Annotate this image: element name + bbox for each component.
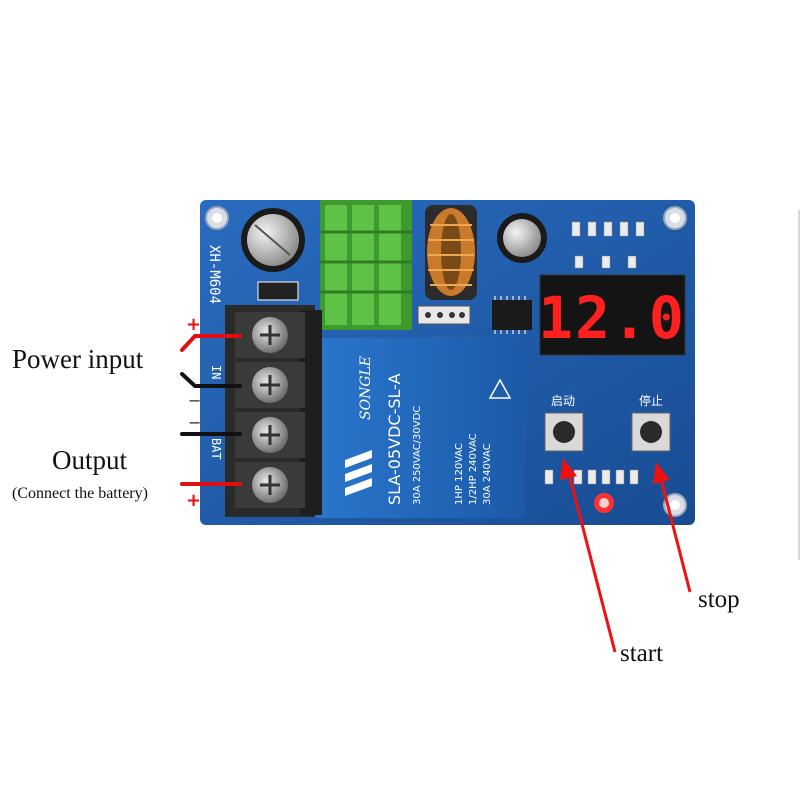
start-button-label: 启动 bbox=[551, 394, 575, 408]
relay-rating: 1/2HP 240VAC bbox=[468, 433, 479, 505]
output-note: (Connect the battery) bbox=[12, 485, 148, 502]
stop-button-label: 停止 bbox=[639, 393, 663, 408]
polarity-minus: − bbox=[188, 391, 201, 410]
heatsink bbox=[320, 200, 412, 330]
stop-arrow bbox=[658, 474, 692, 593]
relay-warning-icon bbox=[488, 378, 512, 399]
relay: SONGLE SLA-05VDC-SL-A 30A 250VAC/30VDC 1… bbox=[315, 338, 525, 518]
relay-rating: 30A 240VAC bbox=[482, 443, 493, 505]
terminal-block bbox=[225, 305, 322, 517]
polarity-plus: + bbox=[186, 314, 201, 335]
inductor-coil bbox=[425, 205, 477, 300]
power-input-label: Power input bbox=[12, 344, 144, 374]
start-label: start bbox=[620, 640, 664, 667]
output-label: Output bbox=[52, 445, 128, 475]
display-value: 12.0 bbox=[538, 284, 686, 352]
input-negative-wire bbox=[180, 372, 242, 388]
stop-label: stop bbox=[698, 586, 740, 613]
relay-brand: SONGLE bbox=[358, 356, 374, 420]
start-arrow bbox=[566, 469, 617, 653]
relay-rating: 30A 250VAC/30VDC bbox=[412, 406, 423, 505]
ic-chip bbox=[492, 296, 532, 334]
seven-segment-display: 12.0 bbox=[538, 274, 686, 356]
relay-rating: 1HP 120VAC bbox=[454, 443, 465, 505]
polarity-minus: − bbox=[188, 413, 201, 432]
stop-button[interactable] bbox=[631, 412, 671, 452]
model-label: XH-M604 bbox=[206, 245, 222, 304]
relay-logo bbox=[345, 450, 372, 496]
start-button[interactable] bbox=[544, 412, 584, 452]
polarity-plus: + bbox=[186, 490, 201, 511]
pointer-arrows bbox=[560, 458, 692, 653]
terminal-label-in: IN bbox=[209, 365, 223, 379]
start-arrow-head bbox=[560, 458, 577, 480]
terminal-label-bat: BAT bbox=[209, 438, 223, 460]
page-edge bbox=[798, 210, 800, 560]
stop-arrow-head bbox=[653, 462, 670, 484]
input-positive-wire bbox=[180, 334, 242, 352]
relay-model: SLA-05VDC-SL-A bbox=[385, 373, 404, 505]
input-wires bbox=[180, 334, 242, 486]
